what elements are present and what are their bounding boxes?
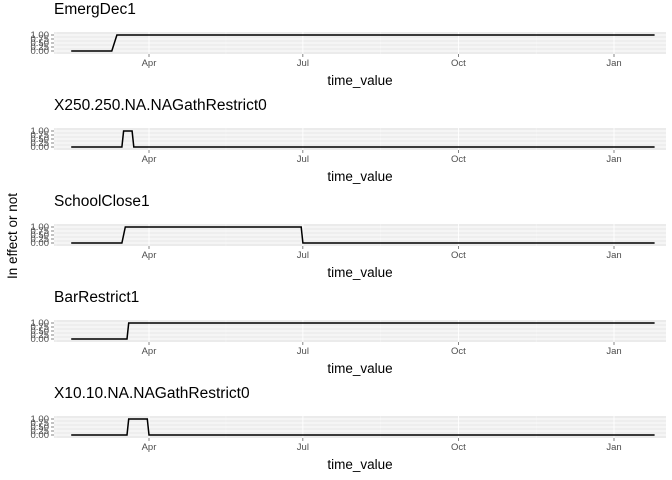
y-tick-label: 0.75 xyxy=(31,226,50,237)
x-tick-label: Jul xyxy=(297,250,309,261)
x-tick-label: Jan xyxy=(606,154,621,165)
x-axis-title: time_value xyxy=(327,265,392,280)
y-tick-label: 1.00 xyxy=(31,30,50,41)
y-tick-label: 0.50 xyxy=(31,422,50,433)
y-axis-title: In effect or not xyxy=(5,193,20,279)
y-tick-label: 0.50 xyxy=(31,38,50,49)
y-axis-title-group: In effect or not xyxy=(5,193,20,279)
x-tick-label: Apr xyxy=(142,154,157,165)
y-tick-label: 0.25 xyxy=(31,426,50,437)
panel-title: SchoolClose1 xyxy=(54,193,150,210)
x-tick-label: Jul xyxy=(297,154,309,165)
y-tick-label: 1.00 xyxy=(31,318,50,329)
y-tick-label: 0.00 xyxy=(31,46,50,57)
x-tick-label: Oct xyxy=(451,154,466,165)
y-tick-label: 0.50 xyxy=(31,134,50,145)
x-tick-label: Oct xyxy=(451,250,466,261)
panel-title: EmergDec1 xyxy=(54,1,136,18)
panel-title: BarRestrict1 xyxy=(54,289,139,306)
series-line xyxy=(71,226,655,244)
panel-title: X250.250.NA.NAGathRestrict0 xyxy=(54,97,267,114)
y-tick-label: 0.75 xyxy=(31,418,50,429)
y-tick-label: 0.75 xyxy=(31,34,50,45)
y-tick-label: 0.25 xyxy=(31,330,50,341)
series-line xyxy=(71,418,655,436)
x-tick-label: Apr xyxy=(142,250,157,261)
y-tick-label: 1.00 xyxy=(31,126,50,137)
x-tick-label: Jan xyxy=(606,442,621,453)
x-axis-title: time_value xyxy=(327,361,392,376)
y-tick-label: 0.25 xyxy=(31,42,50,53)
y-tick-label: 0.00 xyxy=(31,334,50,345)
x-tick-label: Apr xyxy=(142,346,157,357)
y-tick-label: 0.25 xyxy=(31,234,50,245)
x-tick-label: Jul xyxy=(297,442,309,453)
y-tick-label: 0.00 xyxy=(31,430,50,441)
x-tick-label: Jan xyxy=(606,250,621,261)
y-tick-label: 0.50 xyxy=(31,326,50,337)
x-tick-label: Apr xyxy=(142,58,157,69)
x-tick-label: Jul xyxy=(297,58,309,69)
y-tick-label: 1.00 xyxy=(31,414,50,425)
y-tick-label: 0.75 xyxy=(31,130,50,141)
series-line xyxy=(71,322,655,340)
series-line xyxy=(71,130,655,148)
x-tick-label: Jan xyxy=(606,58,621,69)
x-tick-label: Apr xyxy=(142,442,157,453)
y-tick-label: 0.50 xyxy=(31,230,50,241)
x-tick-label: Jul xyxy=(297,346,309,357)
y-tick-label: 0.75 xyxy=(31,322,50,333)
y-tick-label: 1.00 xyxy=(31,222,50,233)
x-axis-title: time_value xyxy=(327,73,392,88)
x-tick-label: Oct xyxy=(451,58,466,69)
panel-title: X10.10.NA.NAGathRestrict0 xyxy=(54,385,250,402)
series-line xyxy=(71,34,655,52)
panel-2: X250.250.NA.NAGathRestrict0 0.000.250.500… xyxy=(31,97,666,184)
x-axis-title: time_value xyxy=(327,169,392,184)
y-tick-label: 0.25 xyxy=(31,138,50,149)
y-tick-label: 0.00 xyxy=(31,238,50,249)
x-axis-title: time_value xyxy=(327,457,392,472)
y-tick-label: 0.00 xyxy=(31,142,50,153)
x-tick-label: Oct xyxy=(451,346,466,357)
panel-5: X10.10.NA.NAGathRestrict0 0.000.250.500.7… xyxy=(31,385,666,472)
x-tick-label: Jan xyxy=(606,346,621,357)
x-tick-label: Oct xyxy=(451,442,466,453)
